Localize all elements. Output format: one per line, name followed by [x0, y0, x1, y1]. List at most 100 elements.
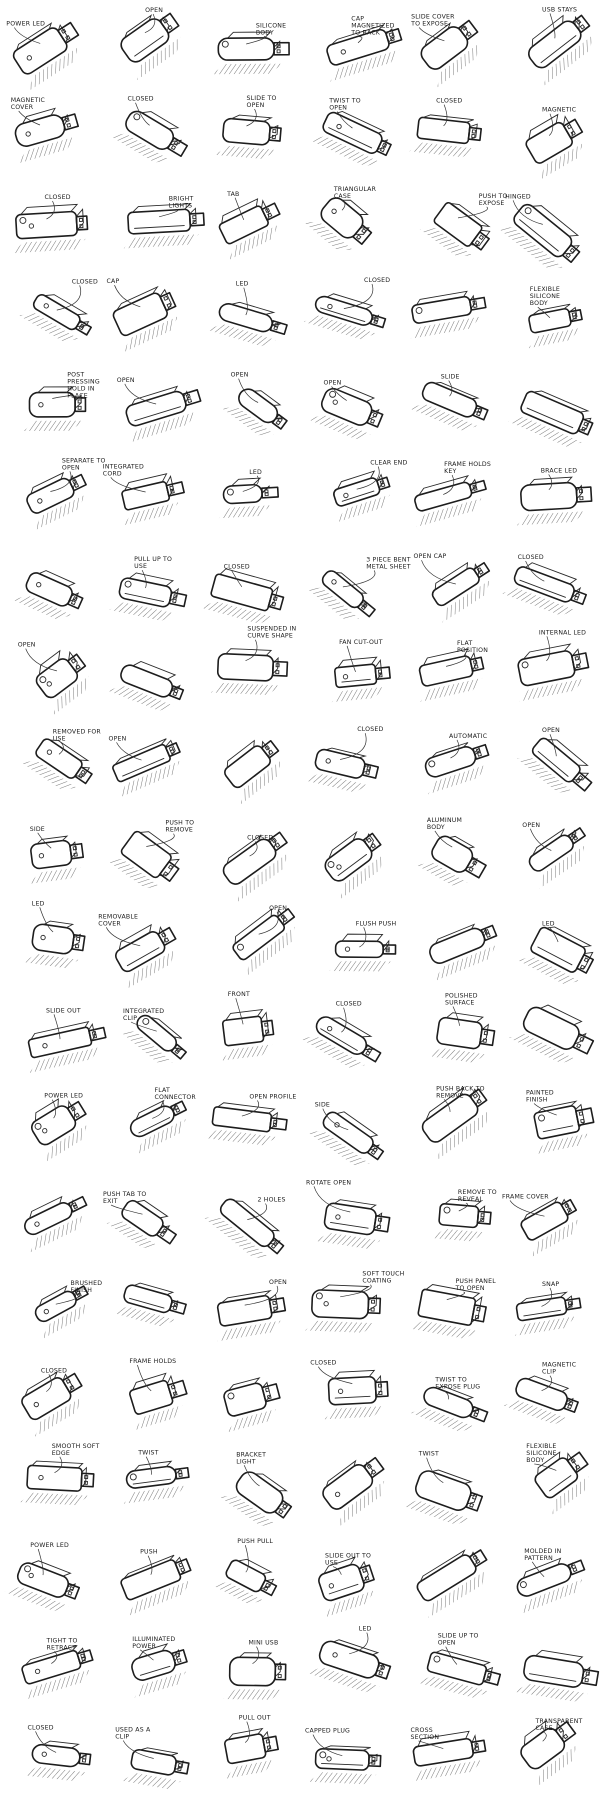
leader-line	[234, 197, 245, 221]
usb-drive-sketch	[221, 1009, 275, 1061]
usb-drive-sketch	[34, 1285, 89, 1340]
usb-drive-sketch	[4, 1560, 81, 1612]
sketch-note: INTERNAL LED	[539, 629, 586, 636]
usb-drive-sketch	[308, 385, 384, 440]
leader-line	[548, 113, 554, 136]
usb-drive-sketch	[419, 201, 491, 257]
sketch-note: 2 HOLES	[258, 1197, 286, 1204]
sketch-note: LED	[542, 921, 555, 928]
sketch-note: SLIDE	[441, 374, 460, 381]
usb-drive-sketch	[418, 648, 485, 702]
usb-drive-sketch	[409, 114, 483, 158]
usb-drive-sketch	[129, 1372, 188, 1431]
usb-drive-sketch	[222, 831, 288, 903]
usb-drive-sketch	[12, 21, 80, 92]
leader-line	[356, 466, 380, 490]
sketch-note: LED	[32, 900, 45, 907]
leader-line	[446, 1291, 466, 1300]
usb-drive-sketch	[110, 110, 189, 163]
leader-line	[312, 1734, 343, 1757]
leader-line	[340, 1284, 372, 1298]
sketch-note: FLUSH PUSH	[356, 920, 397, 927]
usb-drive-sketch	[528, 14, 594, 86]
leader-line	[145, 1456, 152, 1475]
usb-drive-sketch	[14, 107, 80, 164]
usb-drive-sketch	[121, 473, 185, 526]
leader-line	[159, 209, 179, 218]
leader-line	[249, 841, 258, 857]
usb-drive-sketch	[517, 643, 590, 702]
leader-layer	[14, 13, 559, 1759]
leader-line	[443, 1390, 449, 1400]
usb-drive-sketch	[416, 1549, 488, 1618]
leader-line	[116, 742, 142, 761]
usb-drive-sketch	[20, 1460, 95, 1506]
sketch-note: TWIST	[137, 1450, 158, 1457]
leader-line	[110, 1204, 143, 1215]
usb-drive-sketch	[514, 1291, 582, 1336]
usb-drive-sketch	[331, 656, 391, 703]
leader-line	[235, 998, 244, 1025]
sketch-note: CLOSED	[436, 98, 462, 105]
usb-drive-sketch	[503, 1375, 579, 1425]
leader-line	[342, 570, 376, 588]
usb-drive-sketch	[307, 1639, 392, 1693]
sketch-note: FRAME HOLDS	[129, 1358, 176, 1365]
leader-line	[152, 1100, 165, 1119]
leader-line	[242, 475, 259, 492]
sketch-note: ROTATE OPEN	[306, 1179, 351, 1186]
usb-drive-sketch	[12, 570, 84, 620]
leader-line	[122, 1740, 154, 1759]
leader-line	[549, 927, 559, 943]
leader-line	[341, 199, 346, 211]
usb-drive-sketch	[528, 303, 583, 349]
sketch-note: SLIDE OUT	[46, 1007, 81, 1014]
sketch-note: CLOSED	[310, 1360, 336, 1367]
leader-line	[512, 200, 543, 225]
leader-line	[331, 386, 347, 401]
usb-drive-sketch	[414, 475, 487, 528]
leader-line	[426, 1457, 444, 1484]
usb-drive-sketch	[324, 1369, 389, 1420]
sketch-note: OPEN	[231, 372, 249, 379]
usb-drive-sketch	[212, 1558, 278, 1604]
usb-drive-sketch	[29, 835, 85, 884]
leader-line	[349, 1632, 369, 1655]
sketch-note: SIDE	[315, 1102, 330, 1109]
leader-line	[58, 742, 64, 755]
usb-drive-sketch	[520, 1196, 579, 1257]
sketch-note: PUSH	[140, 1549, 158, 1556]
leader-line	[56, 285, 82, 311]
usb-drive-sketch	[429, 923, 498, 982]
usb-drive-sketch	[514, 1649, 600, 1702]
sketch-note: CLOSED	[357, 726, 383, 733]
sketch-note: POWER LED	[44, 1093, 83, 1100]
usb-drive-sketch	[31, 1098, 88, 1163]
sketch-note: POWER LED	[30, 1542, 69, 1549]
sketch-note: POWER LED	[6, 21, 45, 28]
leader-line	[534, 1463, 557, 1471]
usb-drive-sketch	[410, 1385, 489, 1432]
usb-drive-sketch	[517, 926, 595, 985]
leader-line	[130, 1021, 157, 1032]
leader-line	[25, 648, 57, 672]
usb-drive-sketch	[502, 562, 588, 616]
sketch-note: SNAP	[542, 1281, 559, 1288]
